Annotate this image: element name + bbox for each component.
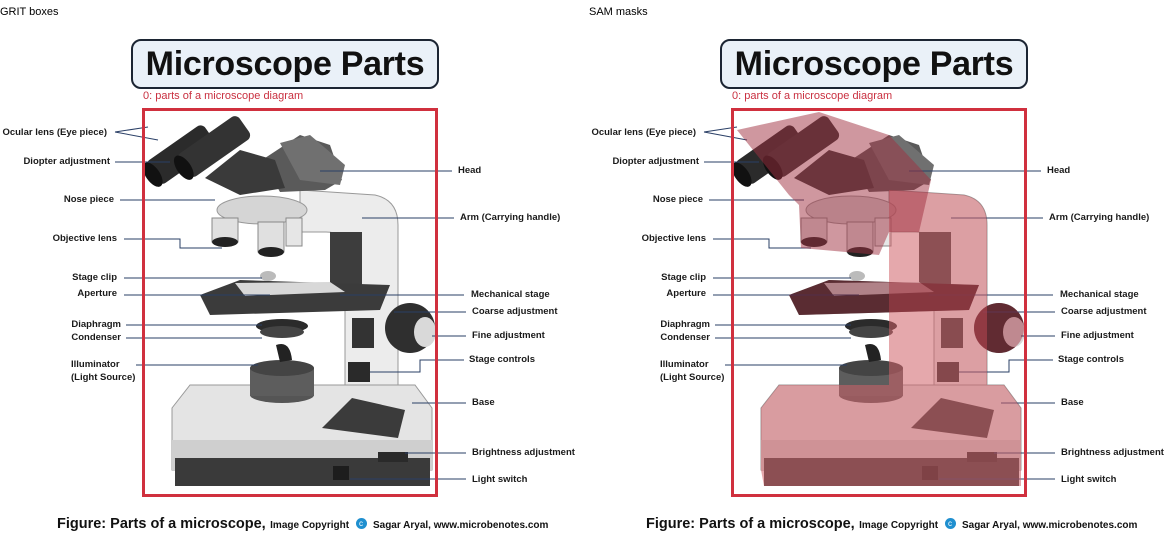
caption-credit: Sagar Aryal, www.microbenotes.com — [372, 520, 549, 531]
label-diaphragm: Diaphragm — [660, 319, 710, 330]
label-base: Base — [472, 397, 495, 408]
label-nose-piece: Nose piece — [652, 194, 703, 205]
detection-box-label: 0: parts of a microscope diagram — [732, 90, 893, 102]
diagram-title-box: Microscope Parts — [720, 39, 1028, 89]
panel-title: GRIT boxes — [0, 6, 59, 18]
label-diopter-adjustment: Diopter adjustment — [612, 156, 699, 167]
diagram-title-box: Microscope Parts — [131, 39, 439, 89]
label-condenser: Condenser — [660, 332, 710, 343]
label-mechanical-stage: Mechanical stage — [471, 289, 550, 300]
label-brightness-adjustment: Brightness adjustment — [472, 447, 575, 458]
label-aperture: Aperture — [666, 288, 706, 299]
label-light-source: (Light Source) — [71, 372, 136, 383]
sam-masks-panel: SAM masks — [589, 0, 1166, 546]
label-head: Head — [458, 165, 482, 176]
microscope-drawing — [114, 116, 466, 486]
label-light-switch: Light switch — [1061, 474, 1117, 485]
label-ocular-lens: Ocular lens (Eye piece) — [591, 127, 696, 138]
caption-main: Figure: Parts of a microscope, — [57, 516, 266, 532]
label-head: Head — [1047, 165, 1071, 176]
diagram-title: Microscope Parts — [145, 45, 425, 83]
figure-caption: Figure: Parts of a microscope, Image Cop… — [646, 515, 1137, 533]
label-ocular-lens: Ocular lens (Eye piece) — [2, 127, 107, 138]
label-coarse-adjustment: Coarse adjustment — [1061, 306, 1147, 317]
label-diaphragm: Diaphragm — [71, 319, 121, 330]
label-light-source: (Light Source) — [660, 372, 725, 383]
label-nose-piece: Nose piece — [63, 194, 114, 205]
microscope-illustration-masked — [703, 112, 1055, 486]
caption-copyright: Image Copyright — [859, 520, 939, 531]
label-fine-adjustment: Fine adjustment — [472, 330, 545, 341]
detection-box-label: 0: parts of a microscope diagram — [143, 90, 304, 102]
label-light-switch: Light switch — [472, 474, 528, 485]
label-coarse-adjustment: Coarse adjustment — [472, 306, 558, 317]
grit-boxes-panel: GRIT boxes — [0, 6, 575, 533]
label-brightness-adjustment: Brightness adjustment — [1061, 447, 1164, 458]
copyright-icon: c — [944, 518, 956, 530]
label-stage-controls: Stage controls — [1058, 354, 1124, 365]
microscope-drawing-masked — [703, 112, 1055, 486]
label-base: Base — [1061, 397, 1084, 408]
label-stage-clip: Stage clip — [661, 272, 706, 283]
detection-box — [142, 108, 438, 497]
diagram-title: Microscope Parts — [734, 45, 1014, 83]
label-illuminator: Illuminator — [71, 359, 120, 370]
panel-title: SAM masks — [589, 6, 648, 18]
caption-main: Figure: Parts of a microscope, — [646, 516, 855, 532]
label-aperture: Aperture — [77, 288, 117, 299]
label-mechanical-stage: Mechanical stage — [1060, 289, 1139, 300]
caption-credit: Sagar Aryal, www.microbenotes.com — [961, 520, 1138, 531]
label-arm: Arm (Carrying handle) — [1049, 212, 1150, 223]
label-diopter-adjustment: Diopter adjustment — [23, 156, 110, 167]
microscope-illustration — [114, 116, 466, 486]
label-stage-controls: Stage controls — [469, 354, 535, 365]
label-arm: Arm (Carrying handle) — [460, 212, 561, 223]
label-condenser: Condenser — [71, 332, 121, 343]
label-fine-adjustment: Fine adjustment — [1061, 330, 1134, 341]
copyright-icon: c — [355, 518, 367, 530]
label-objective-lens: Objective lens — [52, 233, 117, 244]
label-objective-lens: Objective lens — [641, 233, 706, 244]
figure-caption: Figure: Parts of a microscope, Image Cop… — [57, 515, 548, 533]
label-stage-clip: Stage clip — [72, 272, 117, 283]
label-illuminator: Illuminator — [660, 359, 709, 370]
caption-copyright: Image Copyright — [270, 520, 350, 531]
detection-box — [731, 108, 1027, 497]
